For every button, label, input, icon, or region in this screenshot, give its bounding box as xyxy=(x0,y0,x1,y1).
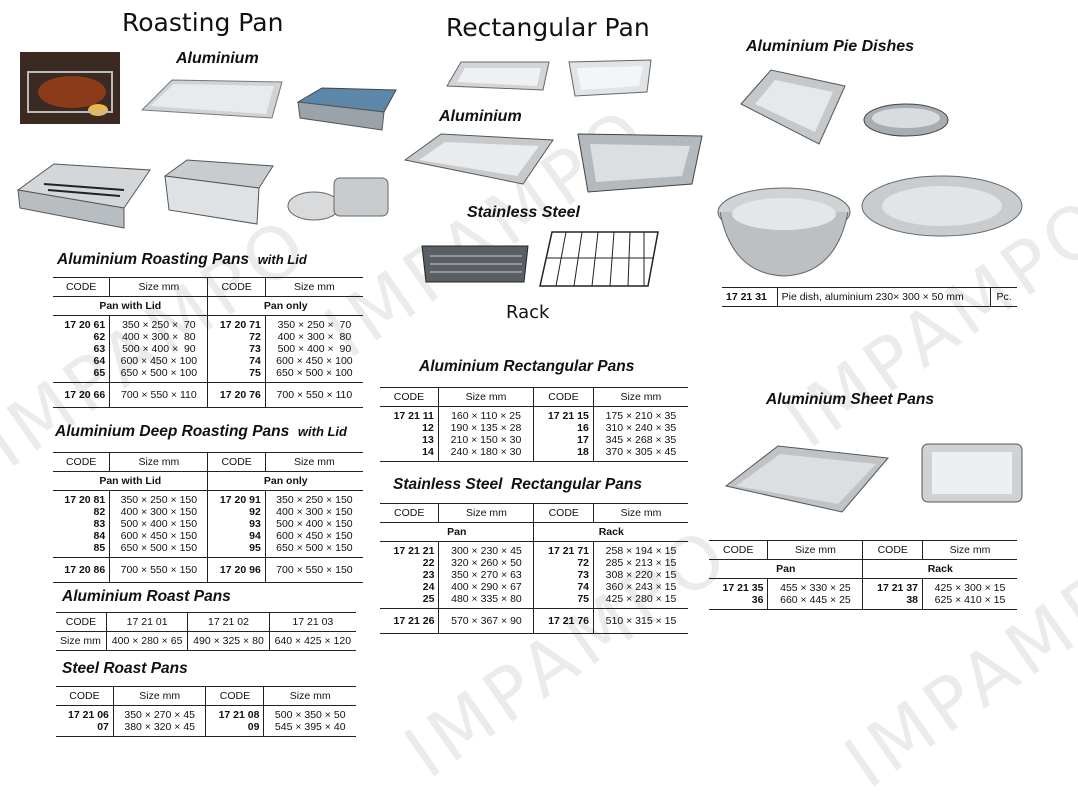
section-title: Aluminium Roasting Pans with Lid xyxy=(57,251,307,268)
aluminium-pan-image xyxy=(132,70,292,130)
section-title: Aluminium Rectangular Pans xyxy=(419,358,635,375)
steel-pan-image xyxy=(155,152,280,232)
foil-pie-dish-image xyxy=(858,172,1028,242)
label-aluminium: Aluminium xyxy=(176,50,259,67)
aluminium-rect-pan-image xyxy=(401,130,556,200)
label-aluminium: Aluminium xyxy=(439,108,522,125)
rack-pan-image xyxy=(14,156,154,234)
pie-dish-square-image xyxy=(735,64,850,150)
heading-rectangular-pan: Rectangular Pan xyxy=(446,13,650,42)
sheet-pan-image xyxy=(722,440,890,516)
aluminium-rect-pan-image-2 xyxy=(574,126,714,198)
pie-dish-round-image xyxy=(860,98,952,146)
section-title: Aluminium Sheet Pans xyxy=(766,391,934,408)
label-pie-dishes: Aluminium Pie Dishes xyxy=(746,38,915,55)
rect-pan-small-image xyxy=(443,56,553,96)
rect-pan-small-image-2 xyxy=(563,52,658,104)
foil-bowl-image xyxy=(712,182,857,282)
sheet-pan-image-2 xyxy=(918,440,1028,508)
foil-pans-image xyxy=(284,170,394,230)
stainless-roast-pan-image xyxy=(418,232,534,290)
section-title: Aluminium Deep Roasting Pans with Lid xyxy=(55,423,347,440)
label-stainless-steel: Stainless Steel xyxy=(467,204,580,221)
heading-roasting-pan: Roasting Pan xyxy=(122,8,284,37)
section-title: Steel Roast Pans xyxy=(62,660,188,677)
label-rack: Rack xyxy=(506,302,550,323)
section-title: Stainless Steel Rectangular Pans xyxy=(393,476,642,493)
lidded-pan-image xyxy=(292,84,402,136)
rack-image xyxy=(536,228,662,292)
section-title: Aluminium Roast Pans xyxy=(62,588,231,605)
roasting-photo xyxy=(20,52,120,124)
